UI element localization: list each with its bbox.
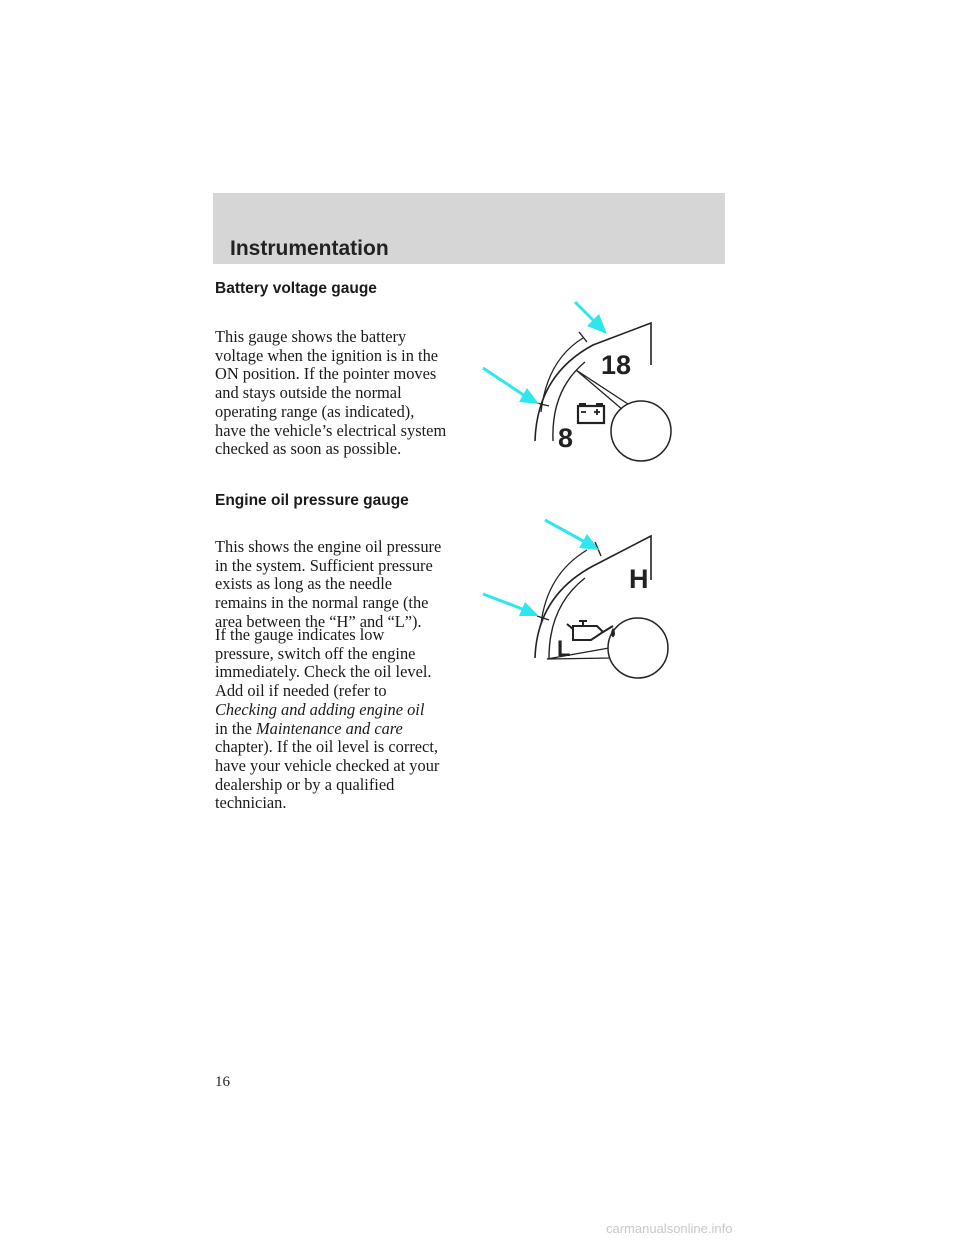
oil-line: pressure, switch off the engine [215, 643, 416, 663]
gauge-hub [610, 400, 672, 462]
oil-line-ref: Checking and adding engine oil [215, 699, 475, 720]
oil-line: in the system. Sufficient pressure [215, 555, 433, 575]
oil-line: dealership or by a qualified [215, 774, 395, 794]
page-number: 16 [215, 1074, 230, 1090]
range-tick-low [536, 615, 550, 621]
arrow-icon [482, 366, 539, 404]
battery-line: have the vehicle’s electrical system [215, 420, 447, 440]
page-title: Instrumentation [230, 237, 389, 260]
oil-line: This shows the engine oil pressure [215, 537, 442, 556]
oil-section-heading: Engine oil pressure gauge [215, 492, 409, 509]
battery-voltage-gauge: 18 8 [482, 300, 672, 462]
oil-line-chapter: in the Maintenance and care [215, 718, 475, 739]
arrow-icon [544, 518, 599, 550]
range-tick-high [578, 331, 588, 343]
battery-line: This gauge shows the battery [215, 327, 407, 346]
gauge-face-outline [534, 321, 652, 442]
arrow-icon [573, 300, 607, 334]
battery-section-heading: Battery voltage gauge [215, 280, 377, 297]
battery-line: ON position. If the pointer moves [215, 364, 437, 384]
oil-line: technician. [215, 793, 287, 813]
oil-can-icon [566, 620, 615, 641]
header-band: Instrumentation [213, 193, 725, 264]
gauge-scale-arc [552, 361, 586, 442]
gauge-normal-range [540, 337, 584, 413]
battery-line: voltage when the ignition is in the [215, 345, 439, 365]
arrow-icon [482, 592, 539, 616]
battery-line: operating range (as indicated), [215, 401, 415, 421]
reference-title: Checking and adding engine oil [215, 699, 425, 719]
gauge-high-label: 18 [601, 350, 631, 380]
oil-paragraph-1: This shows the engine oil pressure in th… [215, 537, 475, 632]
oil-paragraph-2: If the gauge indicates low pressure, swi… [215, 625, 475, 813]
battery-line: checked as soon as possible. [215, 439, 402, 459]
oil-line: area between the “H” and “L”). [215, 611, 422, 631]
gauge-low-label: L [557, 636, 570, 661]
gauge-low-label: 8 [558, 423, 573, 453]
in-the-text: in the [215, 718, 256, 738]
range-tick-low [536, 402, 550, 407]
oil-line: have your vehicle checked at your [215, 755, 440, 775]
oil-line: remains in the normal range (the [215, 593, 429, 613]
gauge-face-outline [534, 534, 652, 659]
gauge-normal-range [540, 549, 588, 625]
oil-line: exists as long as the needle [215, 574, 393, 594]
oil-line: If the gauge indicates low [215, 625, 385, 644]
battery-icon [576, 403, 606, 425]
chapter-name: Maintenance and care [255, 718, 403, 738]
gauge-scale-arc [548, 577, 586, 659]
battery-line: and stays outside the normal [215, 383, 402, 403]
oil-line: chapter). If the oil level is correct, [215, 737, 438, 757]
watermark: carmanualsonline.info [606, 1221, 733, 1236]
oil-line: immediately. Check the oil level. [215, 662, 432, 682]
oil-line: Add oil if needed (refer to [215, 681, 387, 701]
gauge-high-label: H [629, 564, 649, 594]
oil-pressure-gauge: H L [482, 518, 669, 679]
gauge-hub [607, 617, 669, 679]
battery-paragraph: This gauge shows the battery voltage whe… [215, 327, 475, 459]
